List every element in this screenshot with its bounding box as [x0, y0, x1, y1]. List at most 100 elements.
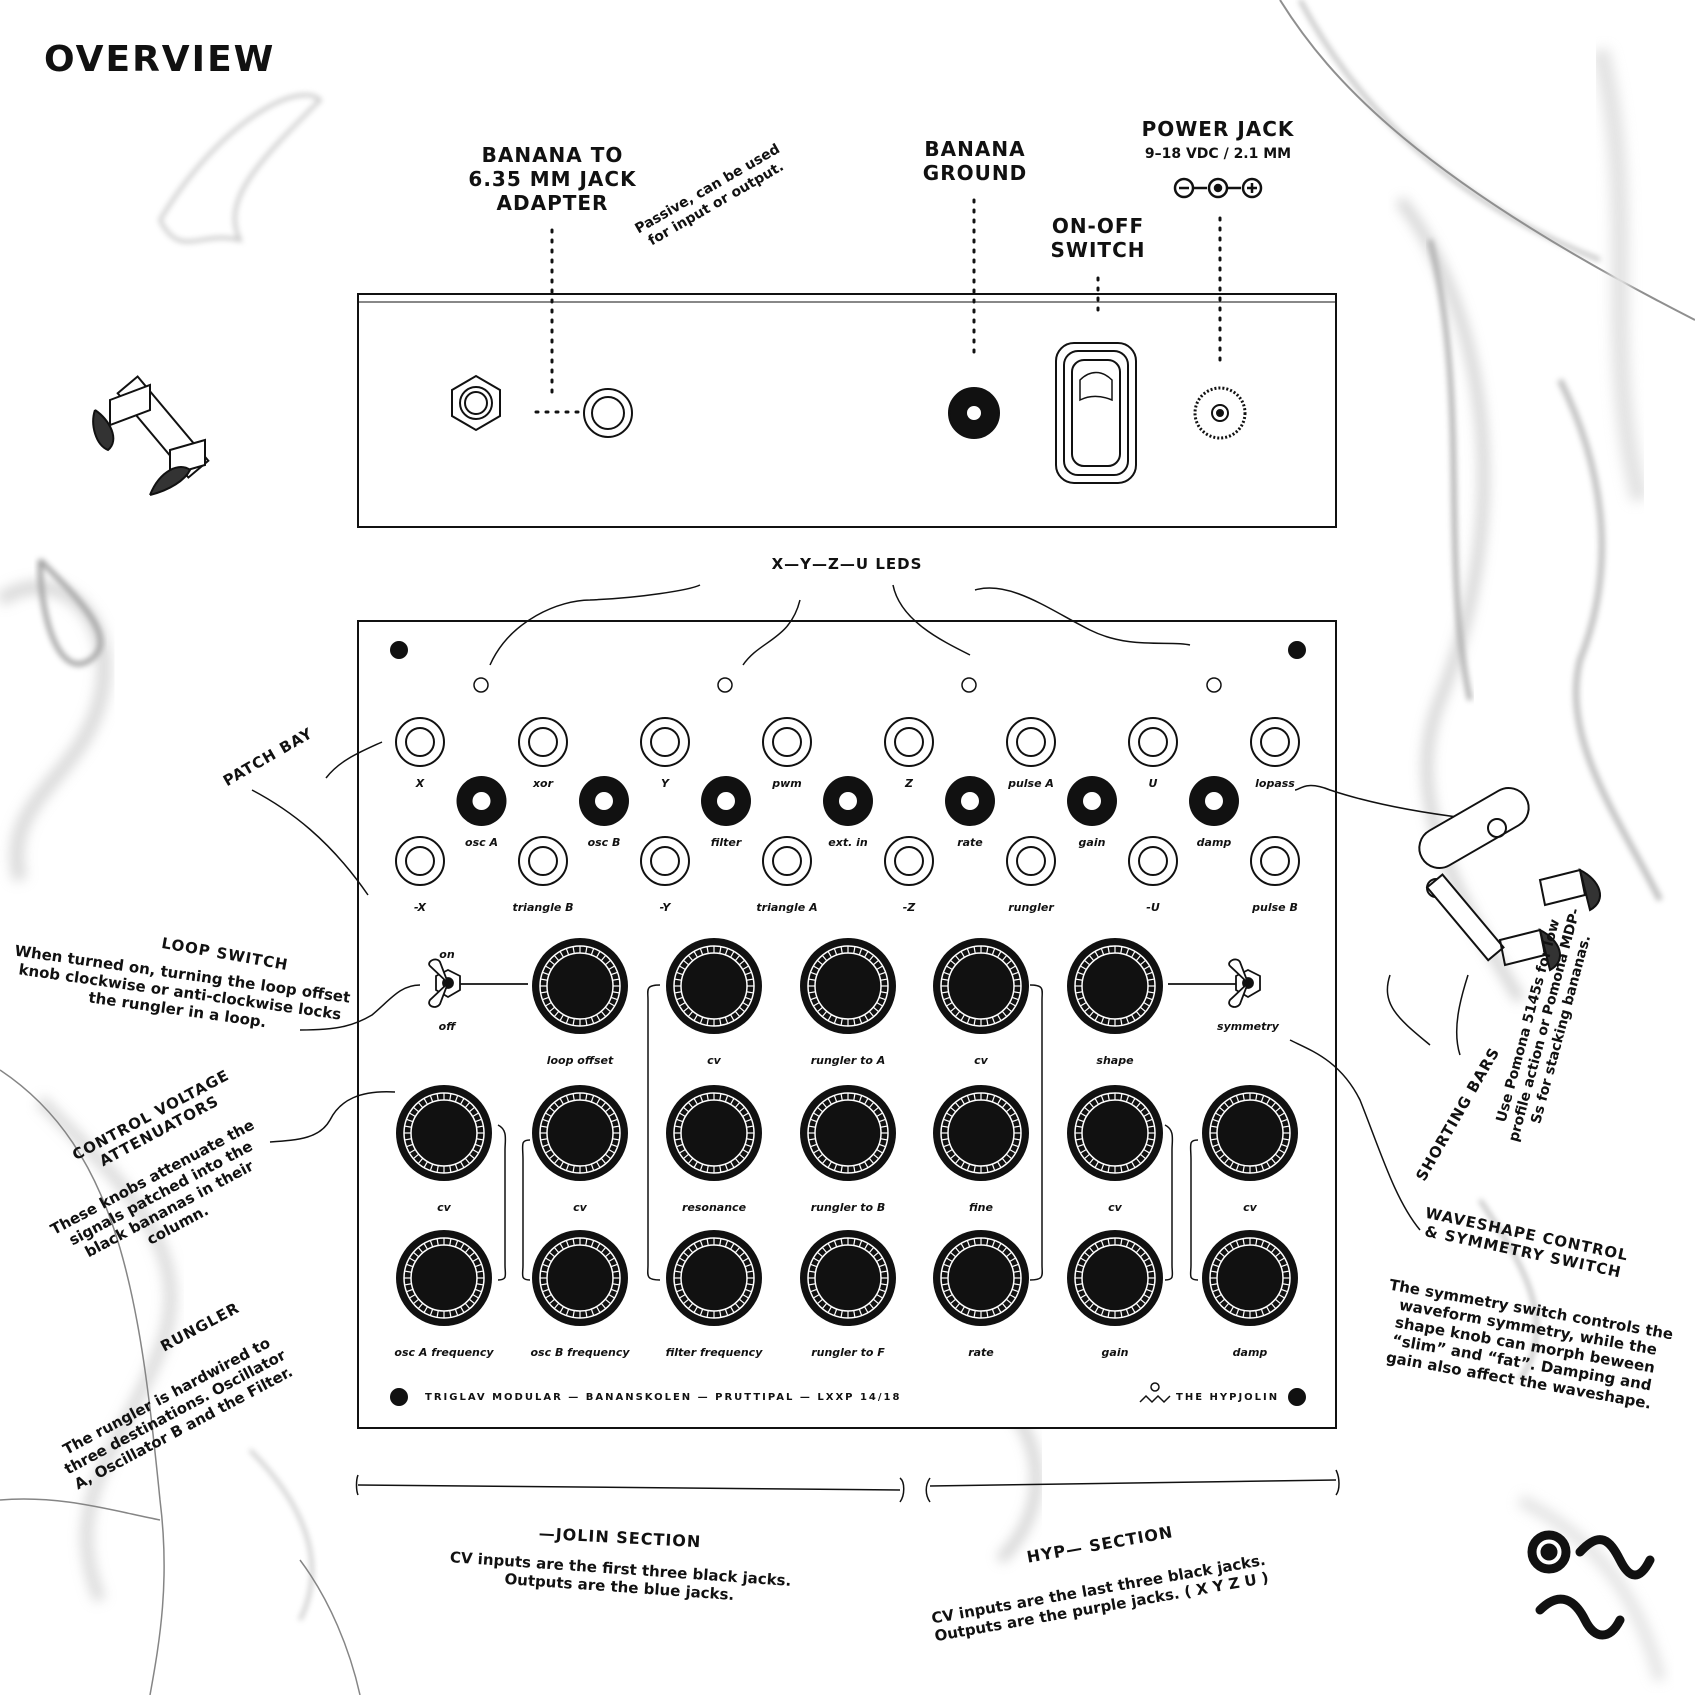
jack--X[interactable]: [395, 836, 445, 886]
knob-osc-A-frequency[interactable]: [396, 1230, 492, 1326]
knob-label: cv: [573, 1201, 587, 1214]
section-braces: [355, 1469, 1340, 1503]
jack--Y[interactable]: [640, 836, 690, 886]
jack-lopass[interactable]: [1250, 717, 1300, 767]
knob-rate[interactable]: [933, 1230, 1029, 1326]
knob-osc-B-frequency[interactable]: [532, 1230, 628, 1326]
knob-label: rungler to A: [810, 1054, 886, 1067]
knob-gain[interactable]: [1067, 1230, 1163, 1326]
leds-label: X—Y—Z—U LEDS: [771, 555, 923, 573]
knob-label: rungler to B: [810, 1201, 886, 1214]
shorting-bar-icon: [92, 375, 210, 496]
jack-xor[interactable]: [518, 717, 568, 767]
knob-label: cv: [974, 1054, 988, 1067]
knob-filter-frequency[interactable]: [666, 1230, 762, 1326]
jack-label: triangle B: [512, 901, 574, 914]
hypjolin-logo-icon: [1139, 1382, 1171, 1404]
banana-rate[interactable]: [945, 776, 995, 826]
page-title: OVERVIEW: [44, 39, 276, 80]
knob-shape[interactable]: [1067, 938, 1163, 1034]
banana-label: damp: [1196, 836, 1232, 849]
jack-U[interactable]: [1128, 717, 1178, 767]
jack-pwm[interactable]: [762, 717, 812, 767]
shorting-bar-icon-right: [1418, 787, 1601, 972]
knob-label: resonance: [681, 1201, 747, 1214]
knob-fine[interactable]: [933, 1085, 1029, 1181]
jack-label: -Z: [902, 901, 916, 914]
loop-off-label: off: [438, 1020, 456, 1033]
jack-label: pulse A: [1008, 777, 1054, 790]
knob-cv[interactable]: [933, 938, 1029, 1034]
knob-label: cv: [1243, 1201, 1257, 1214]
knob-rungler-to-A[interactable]: [800, 938, 896, 1034]
jack-label: U: [1148, 777, 1158, 790]
knob-label: shape: [1096, 1054, 1134, 1067]
jack-triangle-B[interactable]: [518, 836, 568, 886]
jack-label: xor: [532, 777, 554, 790]
patch-bay-jacks: [395, 717, 1300, 886]
banana-gain[interactable]: [1067, 776, 1117, 826]
panel-footer-right: THE HYPJOLIN: [1176, 1392, 1280, 1403]
jack-X[interactable]: [395, 717, 445, 767]
banana-damp[interactable]: [1189, 776, 1239, 826]
jack-label: pwm: [772, 777, 802, 790]
knob-cv[interactable]: [1202, 1085, 1298, 1181]
banana-label: ext. in: [828, 836, 868, 849]
jack-label: pulse B: [1252, 901, 1298, 914]
knob-cv[interactable]: [396, 1085, 492, 1181]
callout-lines: [251, 741, 1469, 1231]
column-brackets: [497, 984, 1199, 1281]
knob-resonance[interactable]: [666, 1085, 762, 1181]
jack-label: -Y: [659, 901, 671, 914]
knob-label: cv: [437, 1201, 451, 1214]
knob-cv[interactable]: [1067, 1085, 1163, 1181]
knob-rungler-to-F[interactable]: [800, 1230, 896, 1326]
knob-loop-offset[interactable]: [532, 938, 628, 1034]
jack--Z[interactable]: [884, 836, 934, 886]
jack-label: lopass: [1255, 777, 1295, 790]
banana-label: rate: [957, 836, 983, 849]
top-side-panel: [357, 198, 1337, 528]
banana-osc-B[interactable]: [579, 776, 629, 826]
jack-Z[interactable]: [884, 717, 934, 767]
banana-label: osc A: [465, 836, 498, 849]
banana-ground-label: BANANA GROUND: [922, 137, 1028, 185]
knob-damp[interactable]: [1202, 1230, 1298, 1326]
jack-pulse-A[interactable]: [1006, 717, 1056, 767]
banana-ext--in[interactable]: [823, 776, 873, 826]
knob-cv[interactable]: [666, 938, 762, 1034]
banana-label: gain: [1078, 836, 1106, 849]
knob-label: cv: [707, 1054, 721, 1067]
banana-filter[interactable]: [701, 776, 751, 826]
adapter-label: BANANA TO 6.35 MM JACK ADAPTER: [468, 143, 637, 215]
jack-label: -U: [1146, 901, 1160, 914]
jack-label: Y: [661, 777, 669, 790]
knob-label: gain: [1101, 1346, 1129, 1359]
loop-on-label: on: [439, 948, 455, 961]
knob-label: rate: [968, 1346, 994, 1359]
knob-cv[interactable]: [532, 1085, 628, 1181]
jack-rungler[interactable]: [1006, 836, 1056, 886]
knob-rungler-to-B[interactable]: [800, 1085, 896, 1181]
power-jack-label: POWER JACK: [1141, 117, 1295, 141]
jack-triangle-A[interactable]: [762, 836, 812, 886]
loop-switch: [428, 958, 528, 1008]
panel-footer-left: TRIGLAV MODULAR — BANANSKOLEN — PRUTTIPA…: [425, 1392, 902, 1403]
jack--U[interactable]: [1128, 836, 1178, 886]
knob-label: osc A frequency: [394, 1346, 494, 1359]
knob-label: fine: [969, 1201, 993, 1214]
power-spec-label: 9–18 VDC / 2.1 MM: [1144, 146, 1292, 162]
banana-osc-A[interactable]: [456, 776, 507, 826]
brand-mark-icon: [1527, 1530, 1655, 1640]
knob-label: filter frequency: [665, 1346, 763, 1359]
banana-label: osc B: [587, 836, 621, 849]
jack-pulse-B[interactable]: [1250, 836, 1300, 886]
jack-label: rungler: [1008, 901, 1054, 914]
jack-Y[interactable]: [640, 717, 690, 767]
knob-label: cv: [1108, 1201, 1122, 1214]
banana-label: filter: [710, 836, 742, 849]
jack-label: triangle A: [756, 901, 818, 914]
on-off-switch-label: ON-OFF SWITCH: [1050, 214, 1146, 262]
